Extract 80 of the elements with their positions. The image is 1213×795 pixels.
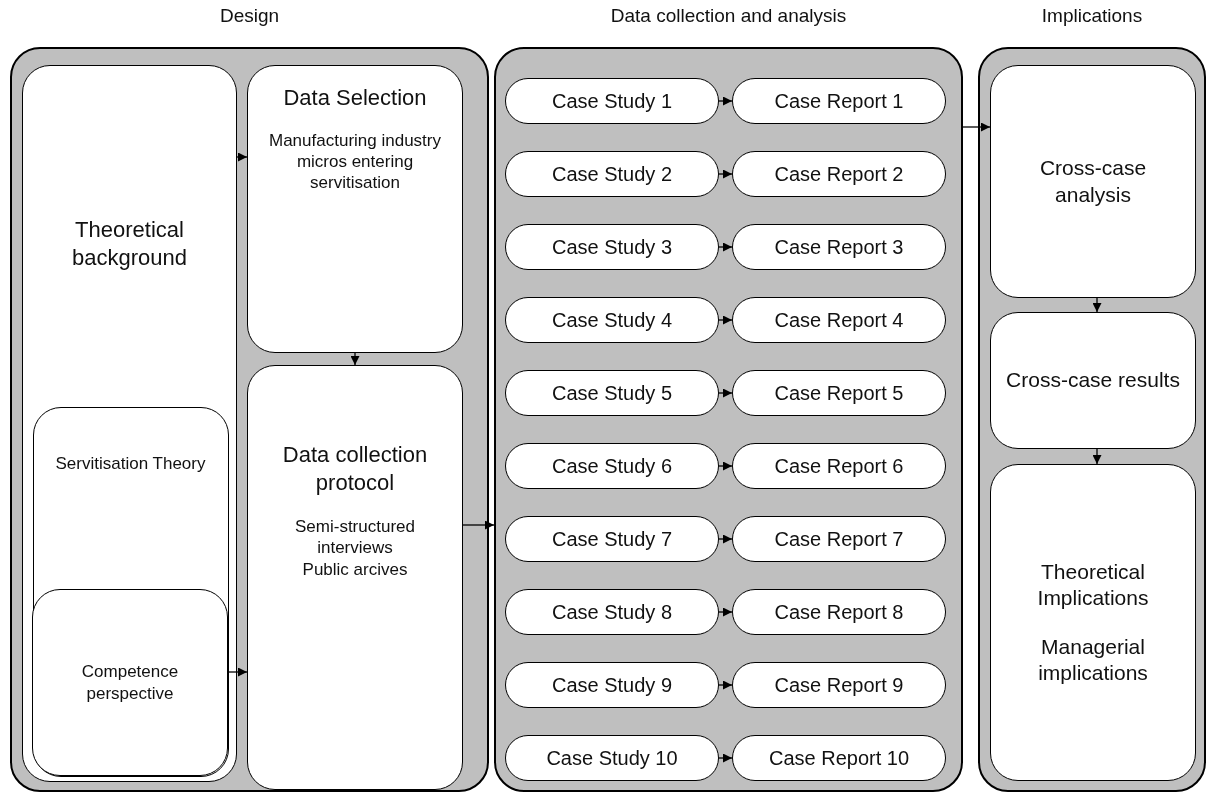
node-label: Case Study 9 bbox=[551, 672, 673, 698]
node-label: Case Report 2 bbox=[774, 161, 904, 187]
rounded-box bbox=[990, 65, 1196, 298]
case-pill bbox=[732, 516, 946, 562]
node-label: Case Study 2 bbox=[551, 161, 673, 187]
case-pill bbox=[505, 589, 719, 635]
arrow bbox=[718, 461, 733, 471]
node-description: Semi-structured interviews bbox=[294, 516, 416, 559]
rounded-box bbox=[32, 589, 228, 776]
node-label: Cross-case analysis bbox=[1038, 155, 1148, 208]
node-label: Data collection protocol bbox=[281, 441, 429, 496]
node-label: Theoretical Implications bbox=[1036, 559, 1150, 612]
arrow bbox=[718, 607, 733, 617]
case-pill bbox=[505, 297, 719, 343]
rounded-box bbox=[990, 312, 1196, 449]
case-pill bbox=[505, 370, 719, 416]
node-label: Servitisation Theory bbox=[55, 452, 206, 474]
rounded-box bbox=[247, 65, 463, 353]
case-pill bbox=[732, 297, 946, 343]
node-label: Case Report 8 bbox=[774, 599, 904, 625]
arrow bbox=[236, 152, 248, 162]
node-label: Case Report 3 bbox=[774, 234, 904, 260]
arrow bbox=[718, 96, 733, 106]
arrow bbox=[718, 242, 733, 252]
arrow bbox=[718, 534, 733, 544]
stage-heading: Implications bbox=[1040, 5, 1144, 27]
node-label: Cross-case results bbox=[1006, 367, 1180, 394]
node-label: Case Study 6 bbox=[551, 453, 673, 479]
node-description: Managerial implications bbox=[1037, 633, 1149, 686]
node-label: Case Report 10 bbox=[768, 745, 910, 771]
arrow bbox=[962, 122, 991, 132]
case-pill bbox=[505, 151, 719, 197]
node-description: Public arcives bbox=[302, 558, 408, 580]
case-pill bbox=[732, 589, 946, 635]
case-pill bbox=[732, 151, 946, 197]
node-label: Case Study 3 bbox=[551, 234, 673, 260]
arrow bbox=[718, 169, 733, 179]
case-pill bbox=[732, 735, 946, 781]
arrow bbox=[1092, 297, 1102, 313]
case-pill bbox=[732, 224, 946, 270]
node-label: Theoretical background bbox=[71, 216, 188, 271]
node-label: Case Report 6 bbox=[774, 453, 904, 479]
arrow bbox=[718, 680, 733, 690]
rounded-box bbox=[990, 464, 1196, 781]
node-label: Case Study 10 bbox=[546, 745, 678, 771]
node-label: Competence perspective bbox=[80, 661, 180, 704]
case-pill bbox=[732, 78, 946, 124]
case-pill bbox=[505, 78, 719, 124]
arrow bbox=[350, 352, 360, 366]
case-pill bbox=[732, 443, 946, 489]
arrow bbox=[718, 315, 733, 325]
case-pill bbox=[505, 735, 719, 781]
case-pill bbox=[732, 370, 946, 416]
case-pill bbox=[505, 516, 719, 562]
arrow bbox=[228, 667, 248, 677]
node-label: Case Study 8 bbox=[551, 599, 673, 625]
node-label: Case Report 9 bbox=[774, 672, 904, 698]
arrow bbox=[462, 520, 495, 530]
rounded-box bbox=[22, 65, 237, 782]
node-label: Case Study 1 bbox=[551, 88, 673, 114]
node-label: Case Study 7 bbox=[551, 526, 673, 552]
node-label: Case Report 5 bbox=[774, 380, 904, 406]
node-label: Case Study 5 bbox=[551, 380, 673, 406]
case-pill bbox=[505, 443, 719, 489]
node-label: Case Report 4 bbox=[774, 307, 904, 333]
arrow bbox=[718, 388, 733, 398]
rounded-box bbox=[32, 406, 229, 777]
case-pill bbox=[732, 662, 946, 708]
rounded-box bbox=[247, 365, 463, 790]
node-label: Data Selection bbox=[283, 84, 427, 112]
node-label: Case Report 1 bbox=[774, 88, 904, 114]
arrow bbox=[1092, 448, 1102, 465]
node-description: Manufacturing industry micros entering servitisation bbox=[268, 129, 442, 194]
arrow bbox=[718, 753, 733, 763]
stage-heading: Design bbox=[218, 5, 281, 27]
node-label: Case Report 7 bbox=[774, 526, 904, 552]
node-label: Case Study 4 bbox=[551, 307, 673, 333]
case-pill bbox=[505, 662, 719, 708]
stage-heading: Data collection and analysis bbox=[609, 5, 848, 27]
case-pill bbox=[505, 224, 719, 270]
